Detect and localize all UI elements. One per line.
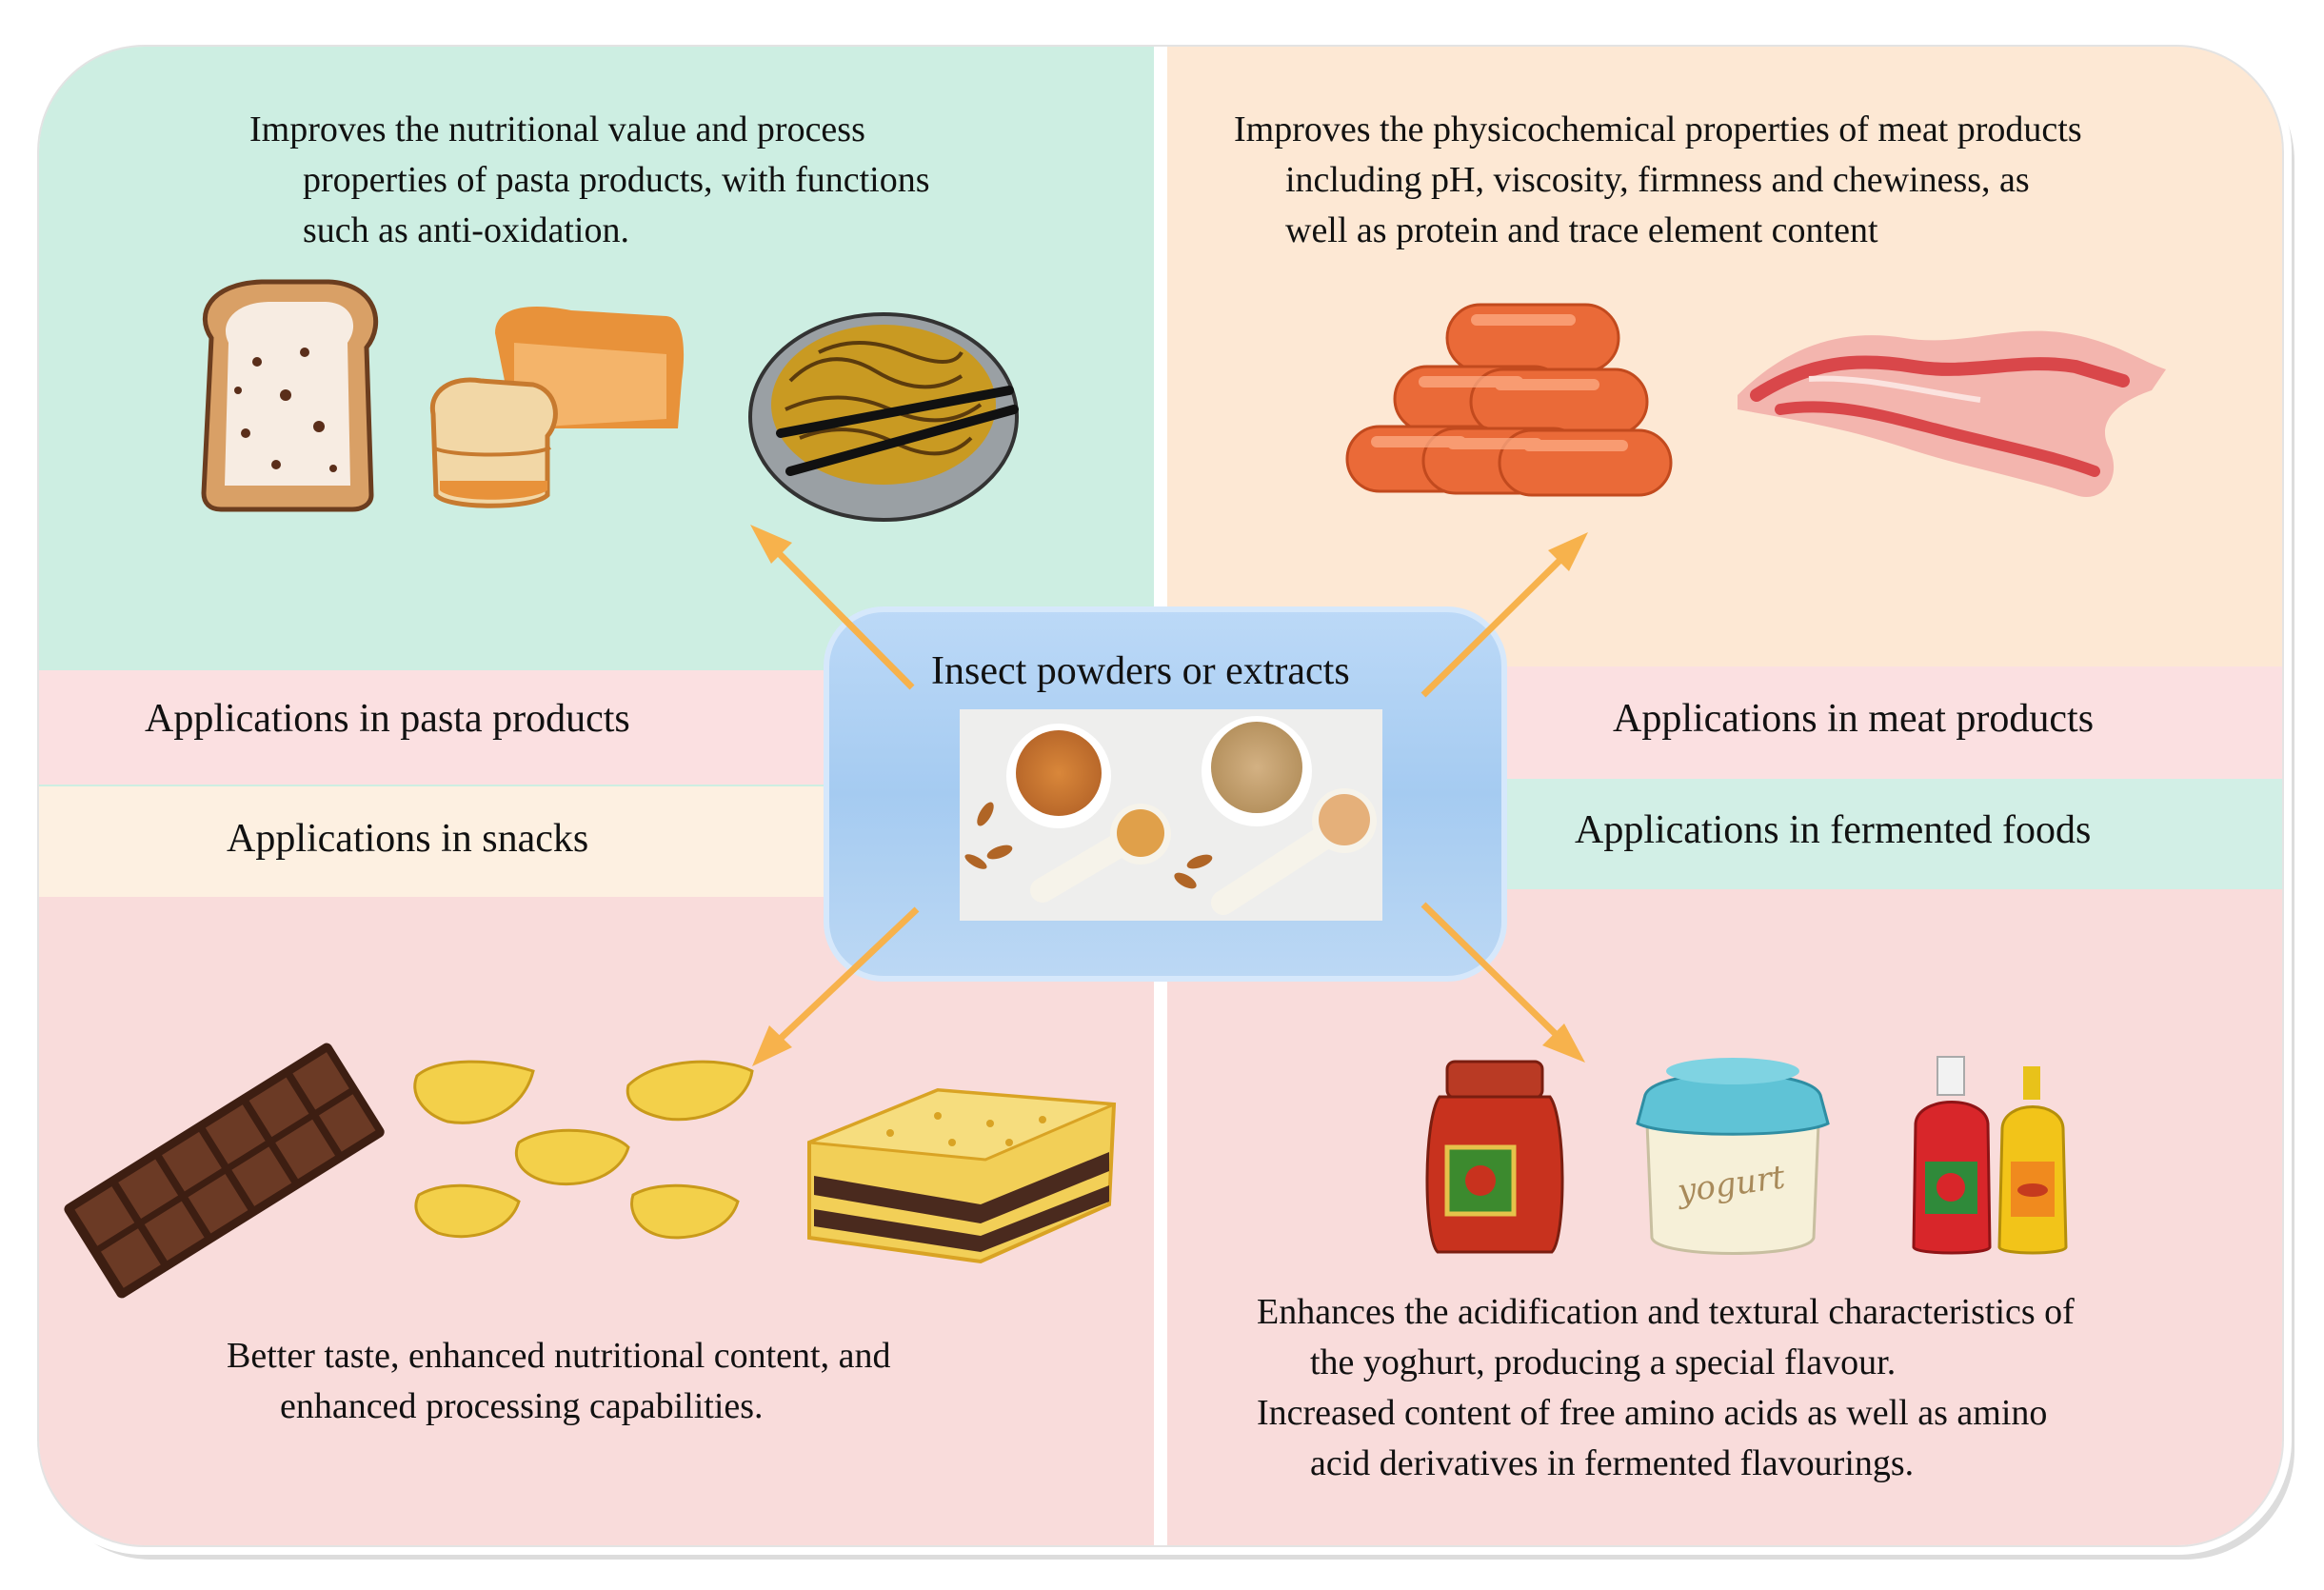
arrow-to-meat xyxy=(1420,532,1588,698)
pasta-description: Improves the nutritional value and proce… xyxy=(249,105,930,256)
potato-chips-icon xyxy=(413,1060,754,1240)
bacon-icon xyxy=(1738,330,2166,497)
arrows xyxy=(750,525,1588,1066)
meat-label: Applications in meat products xyxy=(1613,697,2095,741)
frame-inner-line xyxy=(37,45,2284,1547)
pasta-desc-line-2: properties of pasta products, with funct… xyxy=(303,160,930,200)
fermented-description: Enhances the acidification and textural … xyxy=(1257,1287,2075,1489)
meat-desc-line-2: including pH, viscosity, firmness and ch… xyxy=(1285,160,2030,200)
frame-border xyxy=(30,37,2292,1555)
meat-description: Improves the physicochemical properties … xyxy=(1234,105,2082,256)
chocolate-bar-icon xyxy=(64,1043,385,1299)
fermented-desc-line-4: acid derivatives in fermented flavouring… xyxy=(1310,1443,1915,1483)
fermented-desc-line-1: Enhances the acidification and textural … xyxy=(1257,1292,2075,1332)
arrow-to-pasta xyxy=(750,525,915,690)
fermented-desc-line-3: Increased content of free amino acids as… xyxy=(1257,1393,2048,1433)
sausages-icon xyxy=(1345,303,1673,497)
snacks-desc-line-1: Better taste, enhanced nutritional conte… xyxy=(227,1336,891,1376)
pasta-desc-line-3: such as anti-oxidation. xyxy=(303,210,629,250)
arrow-to-snacks xyxy=(752,906,920,1066)
bread-loaf-icon xyxy=(429,306,685,508)
ketchup-mustard-icon xyxy=(1912,1056,2068,1255)
snacks-label: Applications in snacks xyxy=(227,817,589,861)
bread-slice-icon xyxy=(201,279,379,512)
yogurt-jar-icon xyxy=(1636,1058,1830,1255)
noodles-plate-icon xyxy=(748,312,1019,522)
arrow-to-fermented xyxy=(1420,902,1585,1063)
sandwich-biscuit-icon xyxy=(807,1087,1117,1264)
pasta-label: Applications in pasta products xyxy=(145,697,630,741)
meat-desc-line-1: Improves the physicochemical properties … xyxy=(1234,109,2082,149)
fermented-label: Applications in fermented foods xyxy=(1575,808,2092,852)
fermented-desc-line-2: the yoghurt, producing a special flavour… xyxy=(1310,1342,1897,1382)
insect-powder-photo xyxy=(960,709,1382,921)
snacks-description: Better taste, enhanced nutritional conte… xyxy=(227,1331,890,1432)
snacks-desc-line-2: enhanced processing capabilities. xyxy=(280,1386,764,1426)
meat-desc-line-3: well as protein and trace element conten… xyxy=(1285,210,1878,250)
center-title: Insect powders or extracts xyxy=(931,649,1350,693)
sauce-jar-icon xyxy=(1425,1060,1564,1254)
pasta-desc-line-1: Improves the nutritional value and proce… xyxy=(249,109,865,149)
